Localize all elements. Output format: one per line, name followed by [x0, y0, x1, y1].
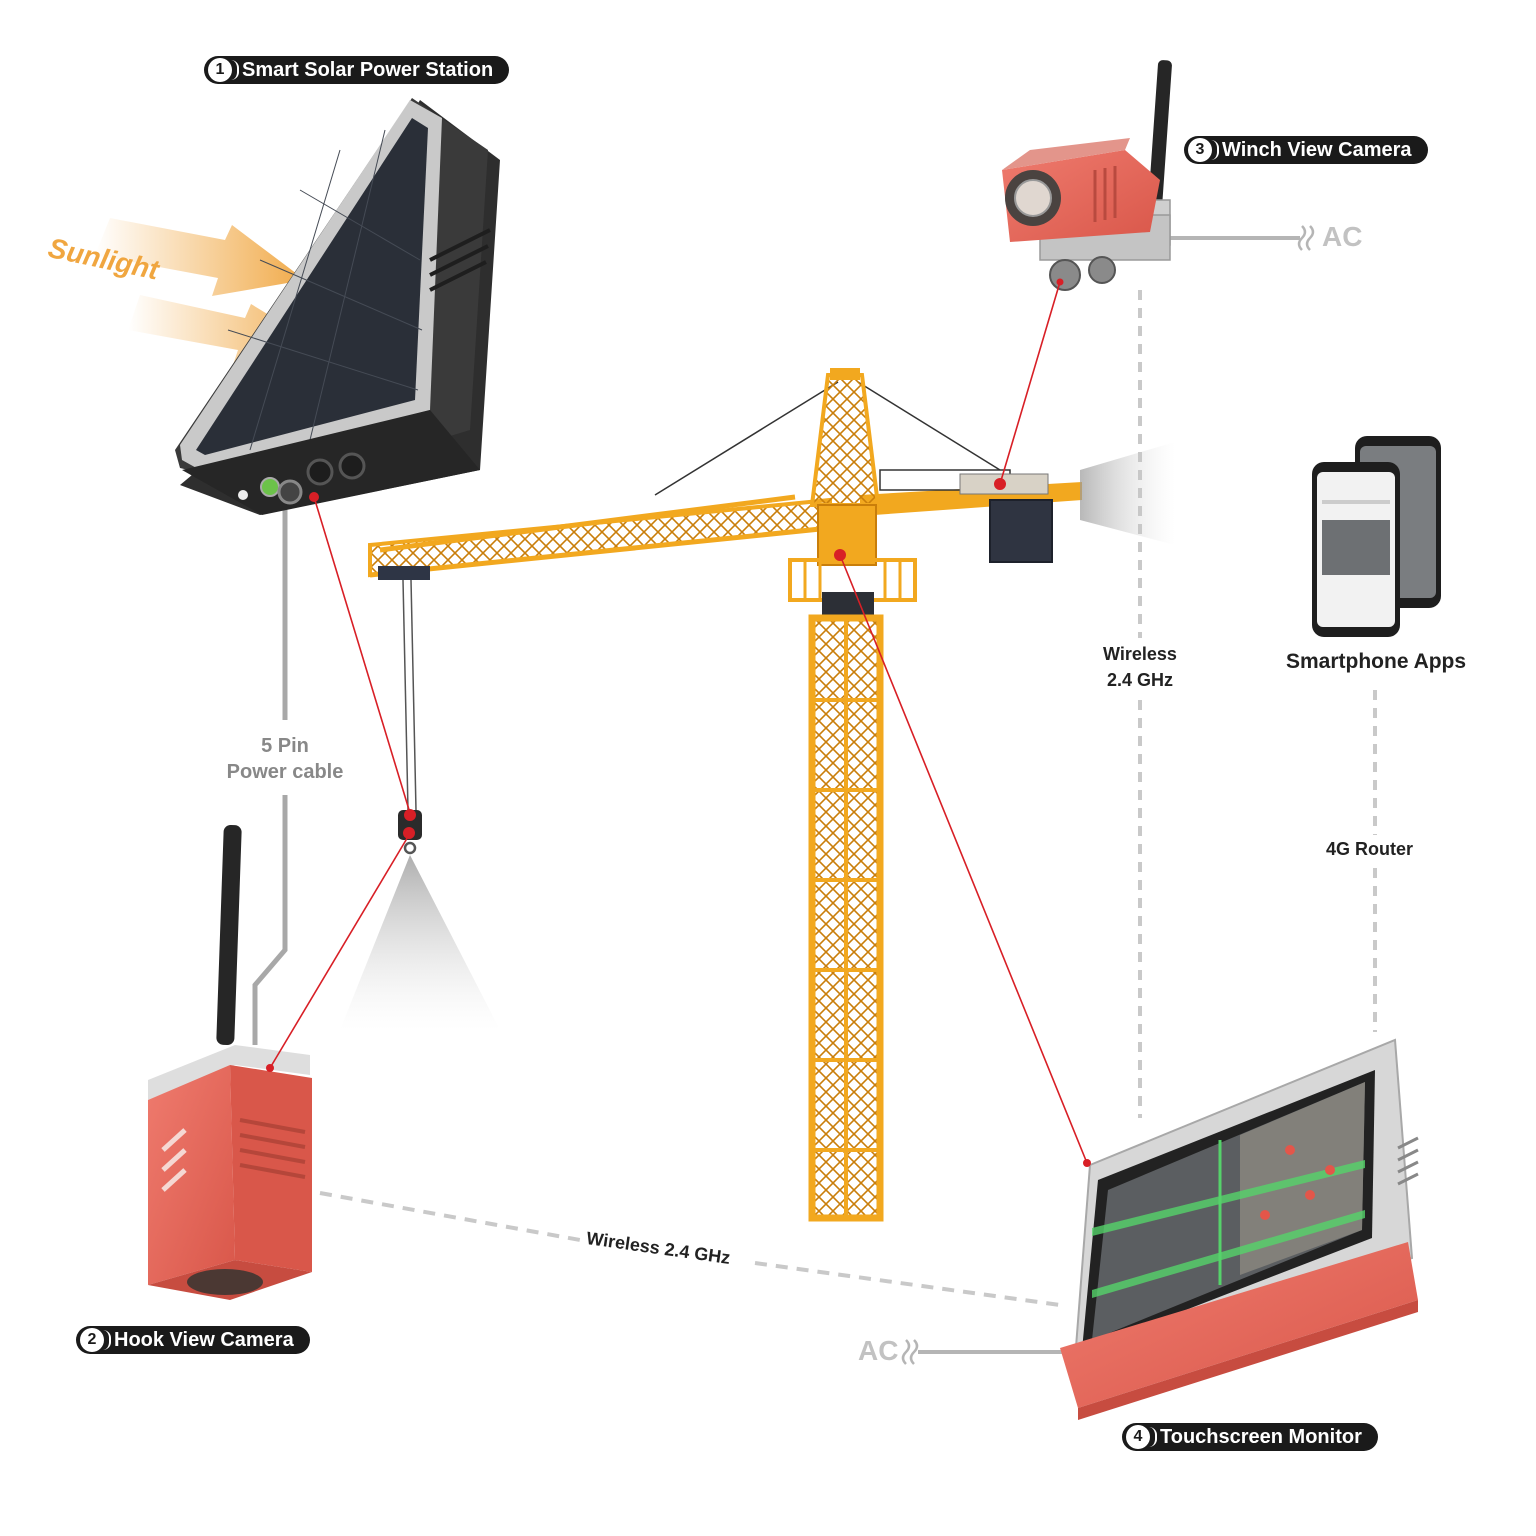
pointer-dots	[266, 278, 1091, 1167]
power-cable-label-line1: 5 Pin	[261, 735, 309, 757]
pointer-lines	[269, 281, 1088, 1164]
label-text: Touchscreen Monitor	[1160, 1425, 1362, 1448]
label-number: 3	[1188, 138, 1219, 162]
power-cable-label: 5 Pin Power cable	[205, 733, 365, 785]
label-number: 4	[1126, 1425, 1157, 1449]
tower-crane	[340, 368, 1175, 1222]
label-text: Hook View Camera	[114, 1328, 294, 1351]
label-hook-view-camera: 2 Hook View Camera	[76, 1326, 310, 1354]
label-touchscreen-monitor: 4 Touchscreen Monitor	[1122, 1423, 1378, 1451]
wireless-vertical-label-line2: 2.4 GHz	[1106, 670, 1174, 690]
label-number: 1	[208, 58, 239, 82]
router-label: 4G Router	[1326, 839, 1414, 859]
winch-view-camera	[1002, 60, 1172, 291]
wireless-vertical-label-line1: Wireless	[1103, 644, 1177, 664]
ac-cable-monitor	[901, 1339, 1062, 1365]
power-cable	[252, 505, 288, 1045]
power-cable-label-line2: Power cable	[226, 761, 344, 783]
label-text: Smart Solar Power Station	[242, 58, 494, 81]
smartphones	[1312, 436, 1441, 637]
ac-label-monitor: AC	[858, 1335, 899, 1366]
label-text: Winch View Camera	[1222, 138, 1412, 161]
solar-power-station	[175, 98, 500, 515]
touchscreen-monitor	[1060, 1038, 1419, 1420]
label-winch-view-camera: 3 Winch View Camera	[1184, 136, 1428, 164]
label-solar-power-station: 1 Smart Solar Power Station	[204, 56, 510, 84]
smartphone-apps-label: Smartphone Apps	[1286, 650, 1467, 673]
ac-cable-winch	[1170, 225, 1315, 251]
label-number: 2	[80, 1328, 111, 1352]
wireless-link-horizontal	[319, 1191, 1061, 1307]
ac-label-winch: AC	[1322, 221, 1363, 252]
hook-view-camera	[148, 824, 312, 1300]
wireless-vertical-label: Wireless 2.4 GHz	[1080, 641, 1200, 693]
